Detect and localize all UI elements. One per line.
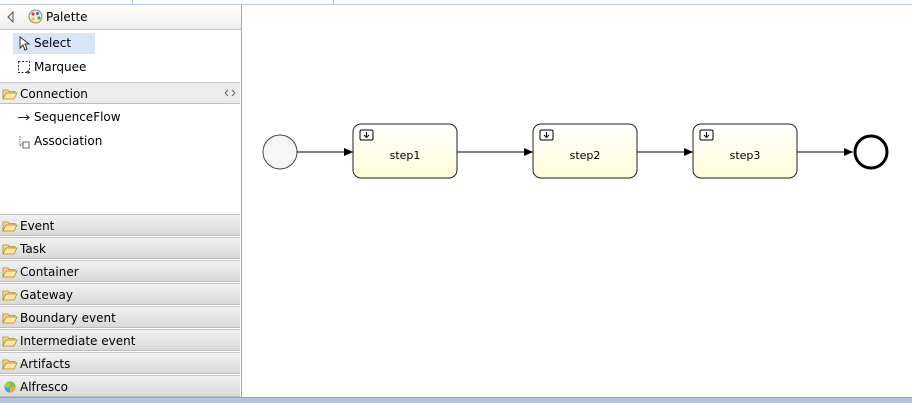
drawer-task-label: Task (20, 242, 46, 256)
diagram-canvas[interactable]: step1 step2 step3 (243, 6, 912, 397)
folder-icon (2, 221, 18, 232)
editor-bottom-border (0, 397, 912, 403)
drawer-container-label: Container (20, 265, 79, 279)
palette-icon (28, 9, 43, 24)
drawer-alfresco-label: Alfresco (20, 380, 69, 394)
association-icon (19, 136, 30, 149)
drawer-gateway-label: Gateway (20, 288, 74, 302)
arrow-right-icon (18, 114, 30, 121)
drawer-boundary-event[interactable]: Boundary event (0, 306, 240, 328)
folder-icon (2, 336, 18, 347)
task-type-icon (699, 129, 714, 141)
editor-top-border (0, 0, 912, 5)
drawer-artifacts-label: Artifacts (20, 357, 71, 371)
folder-icon (2, 359, 18, 370)
marquee-icon (18, 61, 30, 74)
drawer-container[interactable]: Container (0, 260, 240, 282)
select-tool-label: Select (34, 36, 72, 50)
task-label: step3 (730, 149, 761, 162)
drawer-event[interactable]: Event (0, 214, 240, 236)
marquee-tool-label: Marquee (34, 60, 87, 74)
palette-header: Palette (0, 5, 241, 30)
tab-divider (333, 0, 334, 4)
drawer-intermediate-event-label: Intermediate event (20, 334, 136, 348)
task-type-icon (539, 129, 554, 141)
start-event[interactable] (262, 134, 298, 170)
bpmn-diagram: step1 step2 step3 (262, 123, 889, 179)
drawer-gateway[interactable]: Gateway (0, 283, 240, 305)
drawer-connection-label: Connection (20, 87, 88, 101)
tab-divider (132, 0, 133, 4)
drawer-intermediate-event[interactable]: Intermediate event (0, 329, 240, 351)
drawer-boundary-event-label: Boundary event (20, 311, 116, 325)
palette-panel: Palette Select Marquee Connection Sequen… (0, 5, 242, 398)
association-tool[interactable]: Association (13, 131, 102, 152)
task-type-icon (359, 129, 374, 141)
collapse-palette-icon[interactable] (6, 11, 16, 23)
arrow-pointer-icon (19, 36, 31, 51)
drawer-alfresco[interactable]: Alfresco (0, 375, 240, 397)
folder-icon (2, 313, 18, 324)
palette-title: Palette (46, 10, 88, 24)
drawer-connection[interactable]: Connection (0, 82, 240, 104)
drawer-event-label: Event (20, 219, 55, 233)
pin-drawer-icon[interactable] (224, 88, 236, 98)
drawer-task[interactable]: Task (0, 237, 240, 259)
task-label: step2 (570, 149, 601, 162)
sequenceflow-tool[interactable]: SequenceFlow (13, 107, 121, 128)
end-event[interactable] (853, 134, 889, 170)
association-tool-label: Association (34, 134, 103, 148)
folder-icon (2, 290, 18, 301)
alfresco-icon (4, 381, 16, 393)
drawer-artifacts[interactable]: Artifacts (0, 352, 240, 374)
select-tool[interactable]: Select (13, 33, 95, 54)
task-step3[interactable]: step3 (692, 123, 798, 179)
open-folder-icon (2, 89, 18, 100)
sequenceflow-tool-label: SequenceFlow (34, 110, 121, 124)
task-step1[interactable]: step1 (352, 123, 458, 179)
task-step2[interactable]: step2 (532, 123, 638, 179)
folder-icon (2, 244, 18, 255)
task-label: step1 (390, 149, 421, 162)
folder-icon (2, 267, 18, 278)
marquee-tool[interactable]: Marquee (13, 57, 95, 78)
